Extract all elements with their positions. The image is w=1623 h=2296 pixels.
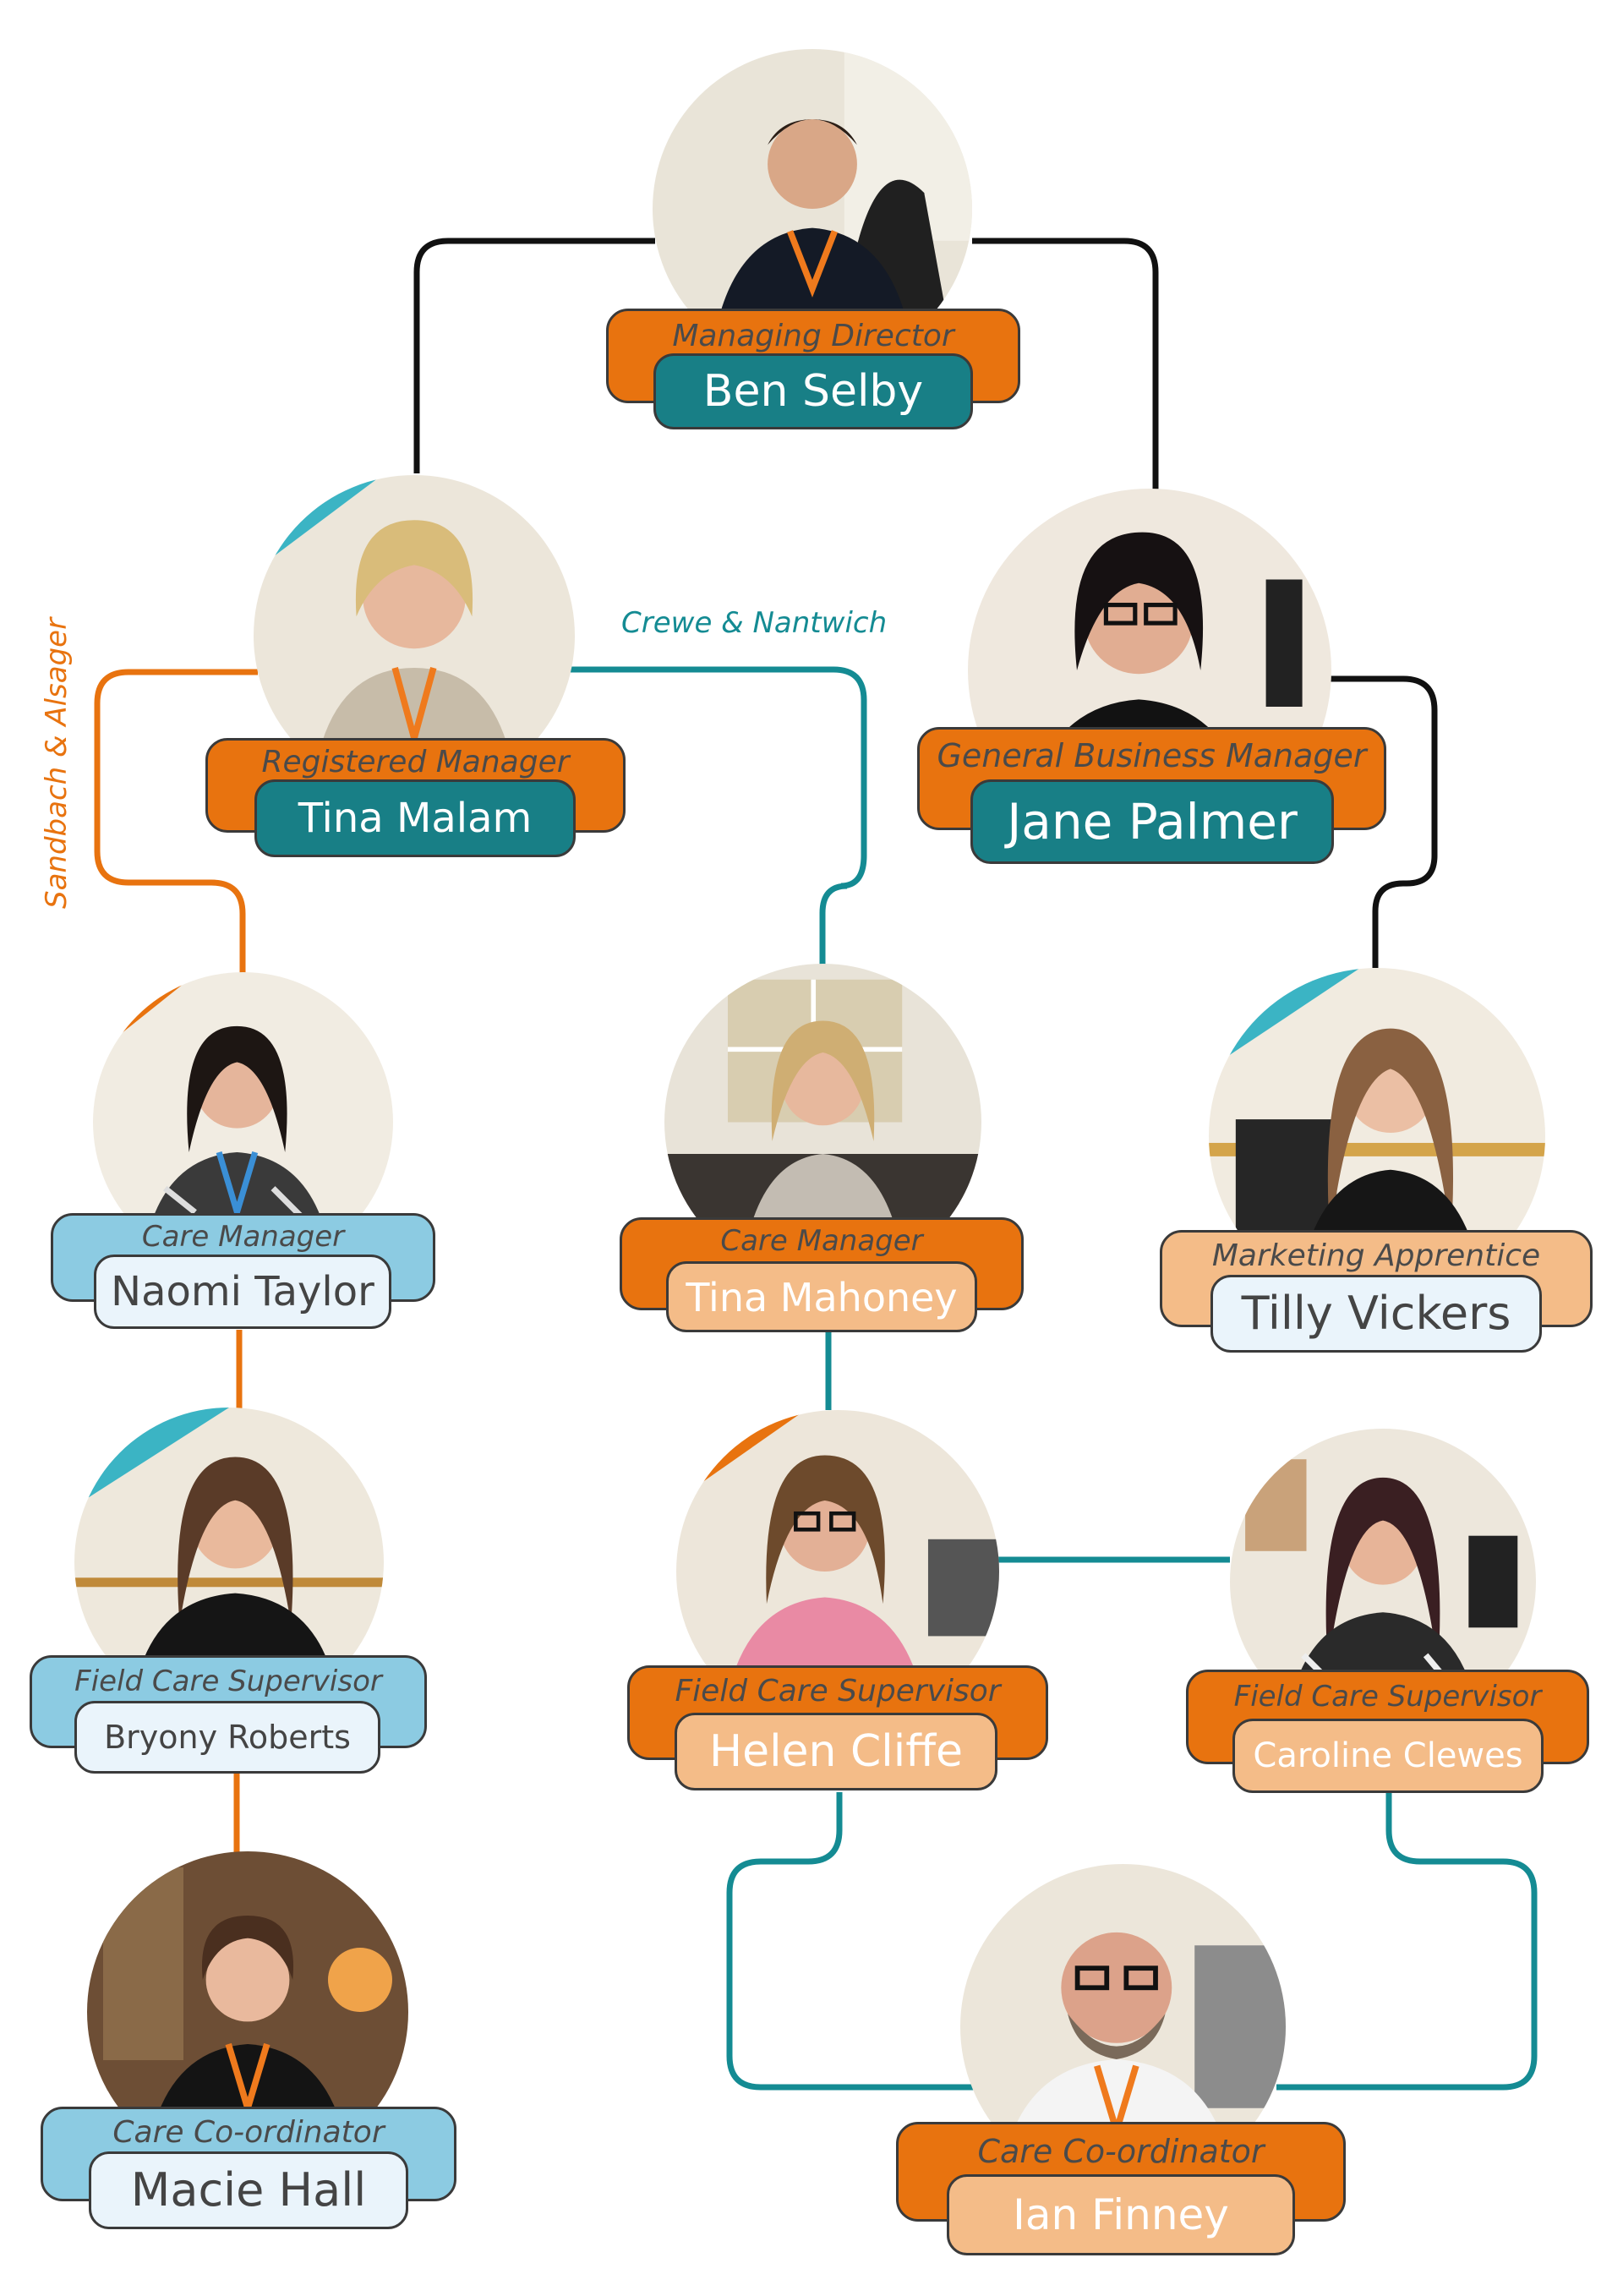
ian-finney-name: Ian Finney [1013,2190,1229,2239]
connector-caroline-ian [1276,1792,1538,2091]
ian-finney-role: Care Co-ordinator [977,2133,1265,2170]
ben-selby-role: Managing Director [672,319,954,353]
naomi-taylor-name-badge: Naomi Taylor [94,1255,391,1329]
tina-malam-name-badge: Tina Malam [254,779,576,857]
ian-finney-name-badge: Ian Finney [947,2174,1295,2255]
naomi-taylor-role: Care Manager [141,1220,345,1254]
connector-tina-malam-naomi [94,669,258,976]
macie-hall-role: Care Co-ordinator [112,2115,385,2150]
helen-cliffe-name: Helen Cliffe [708,1726,964,1777]
caroline-clewes-name-badge: Caroline Clewes [1232,1719,1544,1793]
bryony-roberts-name-badge: Bryony Roberts [74,1701,380,1774]
bryony-roberts-role: Field Care Supervisor [74,1665,382,1698]
tilly-vickers-name-badge: Tilly Vickers [1210,1275,1542,1353]
bryony-roberts-name: Bryony Roberts [104,1719,351,1756]
ben-selby-name-badge: Ben Selby [653,353,973,429]
connector-tina-malam-tina-mahoney [562,666,867,968]
caroline-clewes-name: Caroline Clewes [1253,1736,1523,1775]
connector-helen-ian [726,1792,981,2091]
tilly-vickers-name: Tilly Vickers [1241,1287,1511,1340]
jane-palmer-name: Jane Palmer [1007,793,1298,850]
connector-jane-tilly [1319,675,1438,968]
jane-palmer-name-badge: Jane Palmer [970,779,1334,864]
helen-cliffe-role: Field Care Supervisor [675,1674,1001,1708]
tina-mahoney-name: Tina Mahoney [686,1275,958,1320]
branch-label-crewe-nantwich: Crewe & Nantwich [621,606,888,640]
caroline-clewes-role: Field Care Supervisor [1233,1680,1542,1714]
connector-ben-tina-malam [413,238,655,473]
branch-label-sandbach-alsager: Sandbach & Alsager [40,617,74,909]
jane-palmer-role: General Business Manager [937,737,1367,774]
tilly-vickers-role: Marketing Apprentice [1211,1238,1541,1273]
naomi-taylor-name: Naomi Taylor [111,1268,374,1315]
tina-malam-role: Registered Manager [261,745,570,779]
tina-mahoney-name-badge: Tina Mahoney [666,1261,977,1332]
macie-hall-name-badge: Macie Hall [89,2151,408,2229]
macie-hall-name: Macie Hall [130,2163,367,2217]
connector-ben-jane [972,238,1159,490]
helen-cliffe-name-badge: Helen Cliffe [675,1713,997,1790]
tina-malam-name: Tina Malam [298,795,533,842]
tina-mahoney-role: Care Manager [720,1224,923,1258]
ben-selby-name: Ben Selby [702,366,924,417]
